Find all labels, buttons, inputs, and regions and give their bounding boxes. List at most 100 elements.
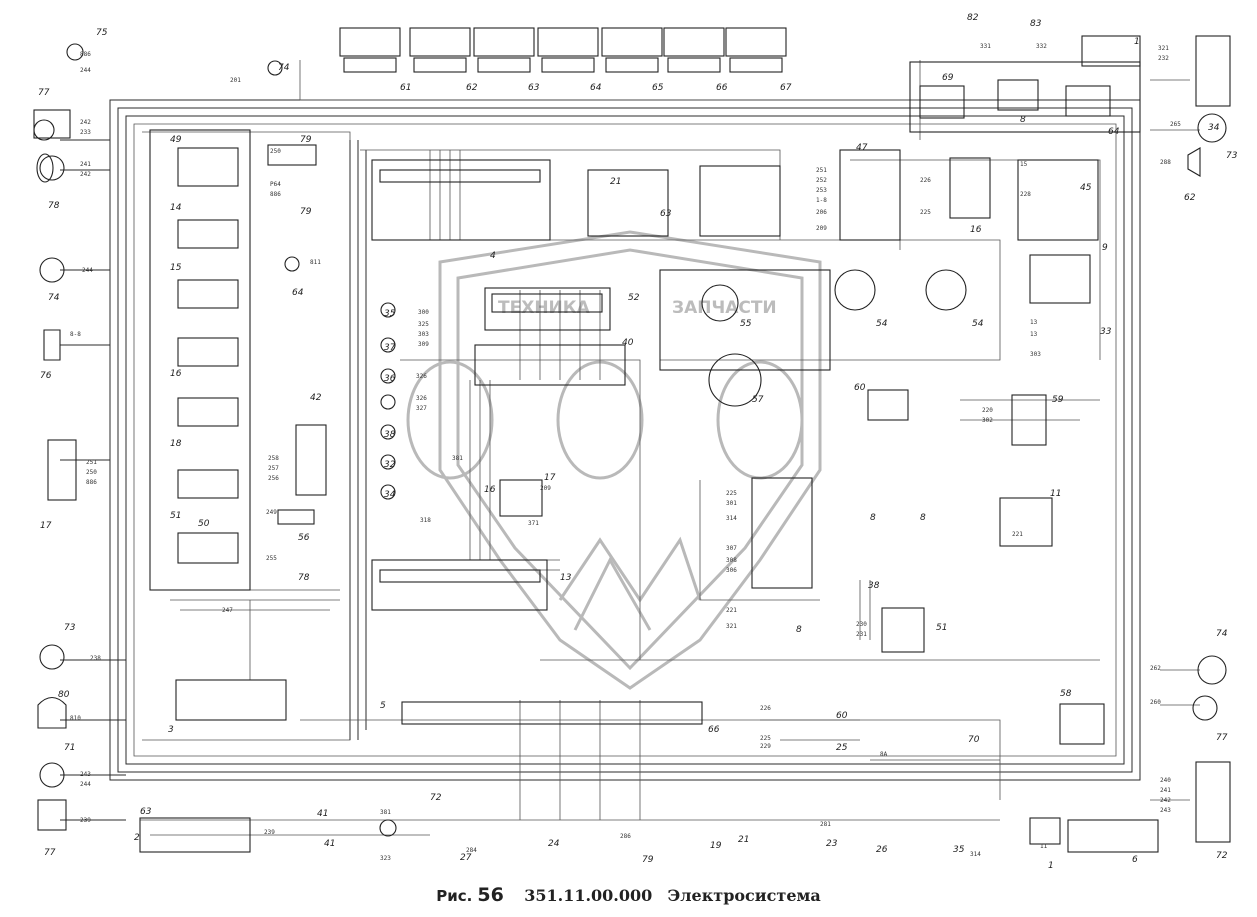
svg-text:209: 209 <box>816 225 827 232</box>
svg-text:24: 24 <box>548 839 560 849</box>
svg-text:258: 258 <box>268 455 279 462</box>
svg-text:54: 54 <box>972 319 984 329</box>
figure-word: Рис. <box>436 887 473 905</box>
svg-text:50: 50 <box>198 519 210 529</box>
svg-text:61: 61 <box>400 83 411 93</box>
svg-text:300: 300 <box>418 309 429 316</box>
svg-text:206: 206 <box>816 209 827 216</box>
svg-text:332: 332 <box>1036 43 1047 50</box>
svg-text:243: 243 <box>1160 807 1171 814</box>
svg-text:284: 284 <box>466 847 477 854</box>
svg-text:220: 220 <box>982 407 993 414</box>
svg-text:54: 54 <box>876 319 888 329</box>
svg-text:244: 244 <box>82 267 93 274</box>
svg-text:6: 6 <box>1132 855 1138 865</box>
central-blocks: 21 63 47 16 45 40 52 55 57 54 54 9 60 59… <box>134 143 1159 871</box>
svg-text:242: 242 <box>80 171 91 178</box>
svg-text:251: 251 <box>816 167 827 174</box>
svg-text:250: 250 <box>270 148 281 155</box>
svg-text:17: 17 <box>544 473 556 483</box>
svg-text:79: 79 <box>300 135 312 145</box>
svg-text:243: 243 <box>80 771 91 778</box>
svg-text:64: 64 <box>1108 127 1120 137</box>
svg-text:381: 381 <box>380 809 391 816</box>
svg-text:241: 241 <box>1160 787 1171 794</box>
svg-text:8: 8 <box>796 625 802 635</box>
svg-text:55: 55 <box>740 319 752 329</box>
svg-text:79: 79 <box>300 207 312 217</box>
svg-text:11: 11 <box>1050 489 1061 499</box>
left-modules: 49 14 15 16 18 51 50 3 79 79 42 56 78 64 <box>149 129 327 735</box>
svg-text:77: 77 <box>44 848 56 858</box>
svg-text:231: 231 <box>856 631 867 638</box>
svg-text:47: 47 <box>856 143 868 153</box>
svg-text:281: 281 <box>820 821 831 828</box>
svg-text:242: 242 <box>80 119 91 126</box>
svg-text:327: 327 <box>416 405 427 412</box>
svg-text:74: 74 <box>278 63 290 73</box>
svg-text:8: 8 <box>920 513 926 523</box>
svg-text:82: 82 <box>967 13 979 23</box>
svg-text:34: 34 <box>1208 123 1220 133</box>
svg-text:40: 40 <box>622 338 634 348</box>
svg-text:314: 314 <box>726 515 737 522</box>
svg-text:226: 226 <box>760 705 771 712</box>
svg-text:71: 71 <box>64 743 75 753</box>
svg-text:74: 74 <box>48 293 60 303</box>
svg-text:27: 27 <box>460 853 472 863</box>
svg-text:11: 11 <box>1040 843 1048 850</box>
svg-text:13: 13 <box>1030 331 1038 338</box>
svg-text:49: 49 <box>170 135 182 145</box>
svg-text:318: 318 <box>420 517 431 524</box>
svg-text:60: 60 <box>854 383 866 393</box>
svg-text:38: 38 <box>868 581 880 591</box>
svg-text:15: 15 <box>1020 161 1028 168</box>
svg-text:286: 286 <box>620 833 631 840</box>
svg-text:14: 14 <box>170 203 182 213</box>
svg-text:75: 75 <box>96 28 108 38</box>
svg-text:63: 63 <box>140 807 152 817</box>
svg-text:5: 5 <box>380 701 386 711</box>
svg-text:240: 240 <box>1160 777 1171 784</box>
svg-text:26: 26 <box>876 845 888 855</box>
right-side-components: 1 82 83 34 69 8 64 73 62 74 77 72 <box>909 13 1238 861</box>
svg-text:323: 323 <box>380 855 391 862</box>
svg-text:63: 63 <box>528 83 540 93</box>
svg-text:18: 18 <box>170 439 182 449</box>
figure-caption: Рис. 56 351.11.00.000 Электросистема <box>0 884 1257 906</box>
svg-text:70: 70 <box>968 735 980 745</box>
watermark-text-right: ЗАПЧАСТИ <box>672 298 777 318</box>
svg-text:13: 13 <box>560 573 572 583</box>
left-lamps: 75 77 78 74 76 17 73 80 71 77 74 <box>33 28 290 858</box>
svg-text:67: 67 <box>780 83 792 93</box>
svg-text:80: 80 <box>58 690 70 700</box>
svg-text:77: 77 <box>38 88 50 98</box>
svg-text:15: 15 <box>170 263 182 273</box>
svg-text:42: 42 <box>310 393 322 403</box>
svg-text:78: 78 <box>48 201 60 211</box>
svg-text:72: 72 <box>1216 851 1228 861</box>
drawing-code: 351.11.00.000 <box>524 886 653 905</box>
svg-text:8: 8 <box>1020 115 1026 125</box>
svg-text:83: 83 <box>1030 19 1042 29</box>
svg-text:72: 72 <box>430 793 442 803</box>
svg-text:P64: P64 <box>270 181 281 188</box>
svg-text:1: 1 <box>1134 37 1140 47</box>
svg-text:64: 64 <box>292 288 304 298</box>
svg-text:51: 51 <box>170 511 181 521</box>
svg-text:247: 247 <box>222 607 233 614</box>
svg-text:13: 13 <box>1030 319 1038 326</box>
svg-text:256: 256 <box>268 475 279 482</box>
svg-text:35: 35 <box>953 845 965 855</box>
wiring-diagram: ТЕХНИКА ЗАПЧАСТИ <box>33 13 1238 871</box>
svg-text:1-8: 1-8 <box>816 197 827 204</box>
svg-text:265: 265 <box>1170 121 1181 128</box>
svg-text:225: 225 <box>920 209 931 216</box>
svg-text:306: 306 <box>726 567 737 574</box>
svg-text:257: 257 <box>268 465 279 472</box>
svg-text:244: 244 <box>80 781 91 788</box>
svg-text:325: 325 <box>418 321 429 328</box>
figure-title: Электросистема <box>667 886 821 905</box>
svg-text:41: 41 <box>317 809 328 819</box>
svg-text:17: 17 <box>40 521 52 531</box>
